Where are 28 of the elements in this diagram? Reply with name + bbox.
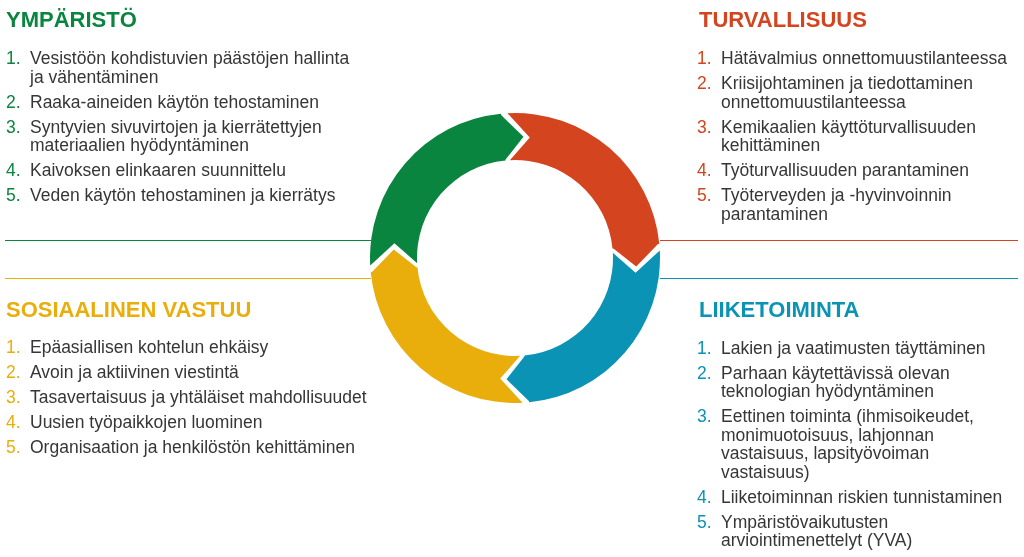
list-item: 4. Liiketoiminnan riskien tunnistaminen [697,487,1004,506]
list-item: 5. Ympäristövaikutusten arviointimenettelyt (YVA) [697,512,914,550]
list-item: 4. Uusien työpaikkojen luominen [6,412,264,431]
ring-segment [524,250,660,403]
list-item: 1. Lakien ja vaatimusten täyttäminen [697,338,987,357]
section-heading: TURVALLISUUS [699,8,867,32]
list-item: 5. Organisaation ja henkilöstön kehittäminen [6,437,356,456]
list-item: 3. Syntyvien sivuvirtojen ja kierrätettyjen materiaalien hyödyntäminen [6,117,323,155]
ring-segment [370,113,506,266]
ring-segment [370,267,523,403]
list-item: 3. Kemikaalien käyttöturvallisuuden kehittäminen [697,117,977,155]
list-item: 1. Hätävalmius onnettomuustilanteessa [697,49,1008,68]
ring-segment [507,113,660,249]
list-item: 5. Työterveyden ja -hyvinvoinnin parantaminen [697,186,953,223]
section-heading: SOSIAALINEN VASTUU [6,297,252,322]
list-item: 4. Kaivoksen elinkaaren suunnittelu [6,161,287,180]
list-item: 2. Raaka-aineiden käytön tehostaminen [6,92,320,111]
list-item: 2. Avoin ja aktiivinen viestintä [6,362,240,381]
list-item: 1. Vesistöön kohdistuvien päästöjen hallinta ja vähentäminen [6,49,351,86]
list-item: 2. Parhaan käytettävissä olevan teknologian hyödyntäminen [697,363,951,401]
list-item: 2. Kriisijohtaminen ja tiedottaminen onnettomuustilanteessa [697,74,974,111]
list-item: 3. Tasavertaisuus ja yhtäläiset mahdollisuudet [6,387,368,406]
section-heading: LIIKETOIMINTA [699,297,860,322]
list-item: 3. Eettinen toiminta (ihmisoikeudet, monimuotoisuus, lahjonnan vastaisuus, lapsityövoiman vastaisuus) [697,407,975,481]
list-item: 4. Työturvallisuuden parantaminen [697,161,971,180]
section-heading: YMPÄRISTÖ [6,8,137,32]
list-item: 5. Veden käytön tehostaminen ja kierrätys [6,186,337,205]
list-item: 1. Epäasiallisen kohtelun ehkäisy [6,337,270,356]
